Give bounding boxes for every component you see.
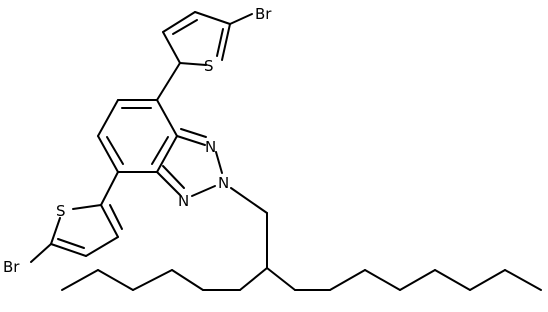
bond xyxy=(266,267,296,291)
bond xyxy=(97,135,119,173)
bond xyxy=(100,171,119,206)
double-bond xyxy=(106,136,124,165)
bond xyxy=(61,269,99,291)
sulfur-atom-top: S xyxy=(204,57,214,75)
bond xyxy=(171,269,204,291)
bond xyxy=(469,269,506,291)
double-bond xyxy=(162,165,185,189)
bond xyxy=(162,11,196,33)
bond xyxy=(72,204,102,210)
bond xyxy=(156,62,181,101)
bond xyxy=(504,269,542,291)
bond xyxy=(156,99,178,137)
double-bond xyxy=(180,128,207,138)
double-bond xyxy=(151,136,169,165)
bond xyxy=(179,62,207,66)
bond xyxy=(229,13,253,25)
alkyl-chain xyxy=(61,187,542,291)
bond xyxy=(156,171,181,196)
bottom-thiophene-ring xyxy=(30,204,123,263)
bond xyxy=(132,269,173,291)
nitrogen-atom-top: N xyxy=(205,138,216,156)
double-bond xyxy=(172,19,198,35)
triazole-ring xyxy=(156,128,223,197)
nitrogen-atom-bottom: N xyxy=(178,192,189,210)
bond xyxy=(239,267,268,291)
bond xyxy=(50,217,61,245)
bond xyxy=(30,243,52,263)
bond xyxy=(329,269,366,291)
bromine-atom-bottom: Br xyxy=(3,258,20,276)
atom-labels: Br S N N N S Br xyxy=(3,5,272,276)
bond xyxy=(50,243,87,257)
bond xyxy=(97,269,134,291)
bond xyxy=(215,151,223,174)
bond xyxy=(97,99,119,137)
nitrogen-atom-middle: N xyxy=(218,174,229,192)
top-thiophene-ring xyxy=(162,11,253,66)
bromine-atom-top: Br xyxy=(255,5,272,23)
bond xyxy=(230,187,268,214)
bond xyxy=(85,236,119,257)
bond xyxy=(156,135,178,173)
double-bond xyxy=(109,204,123,230)
bond xyxy=(162,31,181,64)
bond xyxy=(191,185,216,197)
bond xyxy=(221,23,231,61)
double-bond xyxy=(216,28,224,57)
bond xyxy=(364,269,401,291)
double-bond xyxy=(57,238,85,249)
bond xyxy=(194,11,231,25)
benzene-ring xyxy=(97,99,178,173)
bond xyxy=(399,269,436,291)
bond xyxy=(434,269,471,291)
bond xyxy=(100,204,119,238)
bond xyxy=(176,135,206,146)
sulfur-atom-bottom: S xyxy=(56,202,66,220)
